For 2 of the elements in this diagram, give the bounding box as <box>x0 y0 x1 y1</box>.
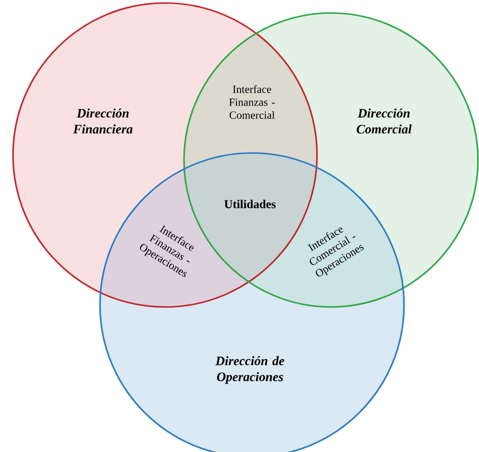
region-label: Utilidades <box>224 200 276 208</box>
region-label: Interface Finanzas - Comercial <box>229 85 275 119</box>
